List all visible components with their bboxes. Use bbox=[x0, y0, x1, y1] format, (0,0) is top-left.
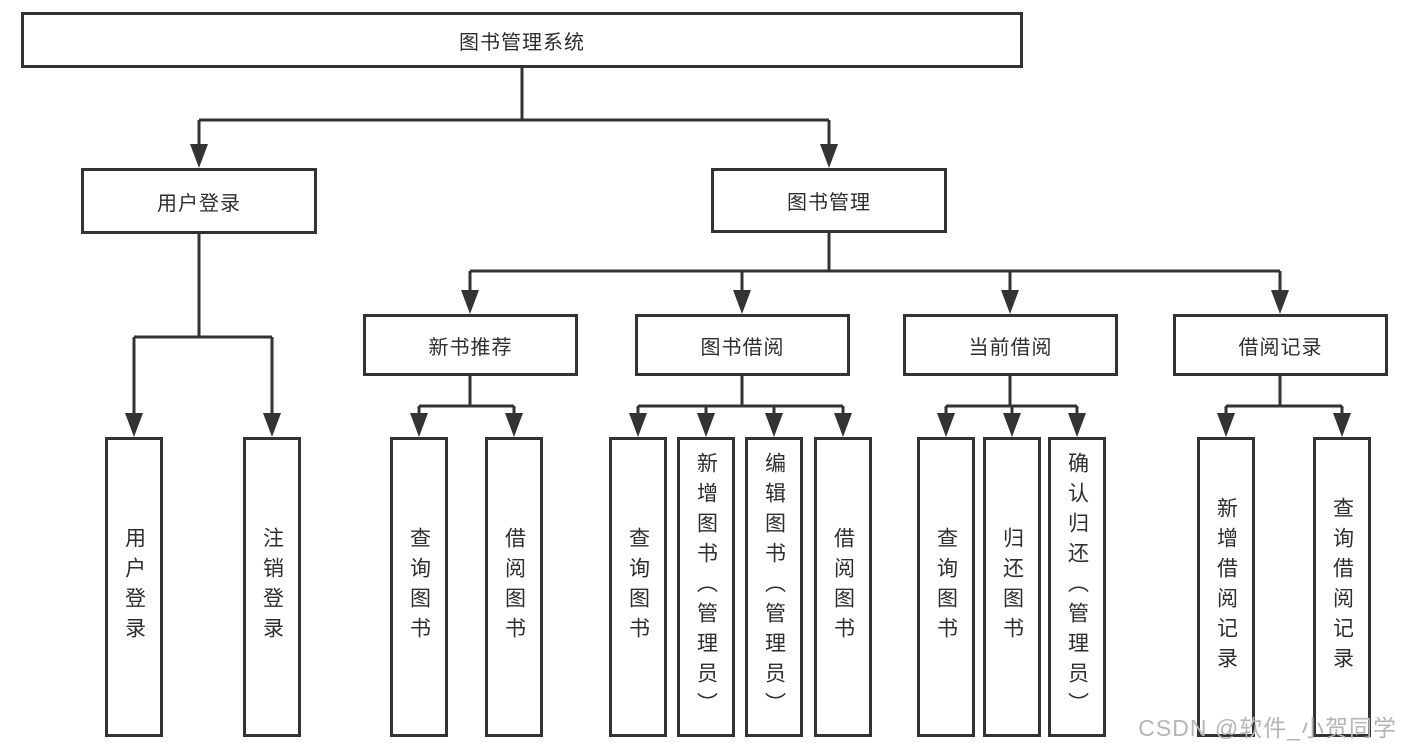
arrowhead bbox=[1003, 413, 1021, 437]
node-borrow-records: 借阅记录 bbox=[1173, 314, 1388, 376]
leaf-confirm-return-label: 确认归还（管理员） bbox=[1065, 452, 1089, 722]
leaf-borrow-book-new-label: 借阅图书 bbox=[502, 527, 526, 647]
node-book-borrow-label: 图书借阅 bbox=[700, 336, 785, 359]
arrowhead bbox=[505, 413, 523, 437]
leaf-query-borrow-record-label: 查询借阅记录 bbox=[1330, 497, 1354, 677]
arrowhead bbox=[937, 413, 955, 437]
leaf-add-book: 新增图书（管理员） bbox=[677, 437, 735, 737]
connector-newbookrec-to-leaves bbox=[417, 376, 516, 413]
connector-currentborrow-to-leaves bbox=[944, 376, 1079, 413]
arrowhead bbox=[1333, 413, 1351, 437]
leaf-query-book-borrow-label: 查询图书 bbox=[626, 527, 650, 647]
arrowhead bbox=[410, 413, 428, 437]
node-book-mgmt-label: 图书管理 bbox=[787, 192, 871, 214]
node-user-login-label: 用户登录 bbox=[157, 192, 241, 215]
arrowhead bbox=[461, 290, 479, 314]
csdn-watermark: CSDN @软件_小贺同学 bbox=[1138, 715, 1397, 741]
node-current-borrow: 当前借阅 bbox=[903, 314, 1118, 376]
leaf-query-book-borrow: 查询图书 bbox=[609, 437, 667, 737]
arrowhead bbox=[125, 413, 143, 437]
arrowhead bbox=[697, 413, 715, 437]
node-root: 图书管理系统 bbox=[21, 12, 1023, 68]
node-book-mgmt: 图书管理 bbox=[711, 168, 947, 233]
connector-borrowrecords-to-leaves bbox=[1224, 376, 1344, 413]
arrowhead bbox=[1068, 413, 1086, 437]
leaf-user-login: 用户登录 bbox=[105, 437, 163, 737]
leaf-query-book-new: 查询图书 bbox=[390, 437, 448, 737]
connector-root-to-level2 bbox=[197, 68, 831, 148]
leaf-query-book-new-label: 查询图书 bbox=[407, 527, 431, 647]
arrowhead bbox=[629, 413, 647, 437]
arrowhead bbox=[1271, 290, 1289, 314]
connector-bookmgmt-to-level3 bbox=[468, 233, 1282, 290]
leaf-add-borrow-record: 新增借阅记录 bbox=[1197, 437, 1255, 737]
leaf-query-borrow-record: 查询借阅记录 bbox=[1313, 437, 1371, 737]
leaf-user-login-label: 用户登录 bbox=[122, 527, 146, 647]
node-book-borrow: 图书借阅 bbox=[635, 314, 850, 376]
arrowhead bbox=[733, 290, 751, 314]
leaf-add-book-label: 新增图书（管理员） bbox=[694, 452, 718, 722]
leaf-logout-label: 注销登录 bbox=[260, 527, 284, 647]
node-new-book-rec-label: 新书推荐 bbox=[428, 336, 513, 359]
arrowhead bbox=[820, 144, 838, 168]
arrowheads bbox=[125, 144, 1351, 437]
leaf-borrow-book-new: 借阅图书 bbox=[485, 437, 543, 737]
arrowhead bbox=[263, 413, 281, 437]
arrowhead bbox=[765, 413, 783, 437]
leaf-borrow-book-borrow: 借阅图书 bbox=[814, 437, 872, 737]
leaf-query-book-current-label: 查询图书 bbox=[934, 527, 958, 647]
connector-userlogin-to-leaves bbox=[132, 234, 274, 413]
leaf-logout: 注销登录 bbox=[243, 437, 301, 737]
node-user-login: 用户登录 bbox=[81, 168, 317, 234]
leaf-add-borrow-record-label: 新增借阅记录 bbox=[1214, 497, 1238, 677]
connector-bookborrow-to-leaves bbox=[636, 376, 845, 413]
node-new-book-rec: 新书推荐 bbox=[363, 314, 578, 376]
leaf-return-book: 归还图书 bbox=[983, 437, 1041, 737]
arrowhead bbox=[1217, 413, 1235, 437]
arrowhead bbox=[1001, 290, 1019, 314]
node-current-borrow-label: 当前借阅 bbox=[968, 336, 1053, 359]
leaf-query-book-current: 查询图书 bbox=[917, 437, 975, 737]
leaf-edit-book-label: 编辑图书（管理员） bbox=[762, 452, 786, 722]
leaf-borrow-book-borrow-label: 借阅图书 bbox=[831, 527, 855, 647]
leaf-edit-book: 编辑图书（管理员） bbox=[745, 437, 803, 737]
leaf-confirm-return: 确认归还（管理员） bbox=[1048, 437, 1106, 737]
arrowhead bbox=[834, 413, 852, 437]
leaf-return-book-label: 归还图书 bbox=[1000, 527, 1024, 647]
node-borrow-records-label: 借阅记录 bbox=[1238, 336, 1323, 359]
node-root-label: 图书管理系统 bbox=[459, 31, 585, 54]
arrowhead bbox=[190, 144, 208, 168]
